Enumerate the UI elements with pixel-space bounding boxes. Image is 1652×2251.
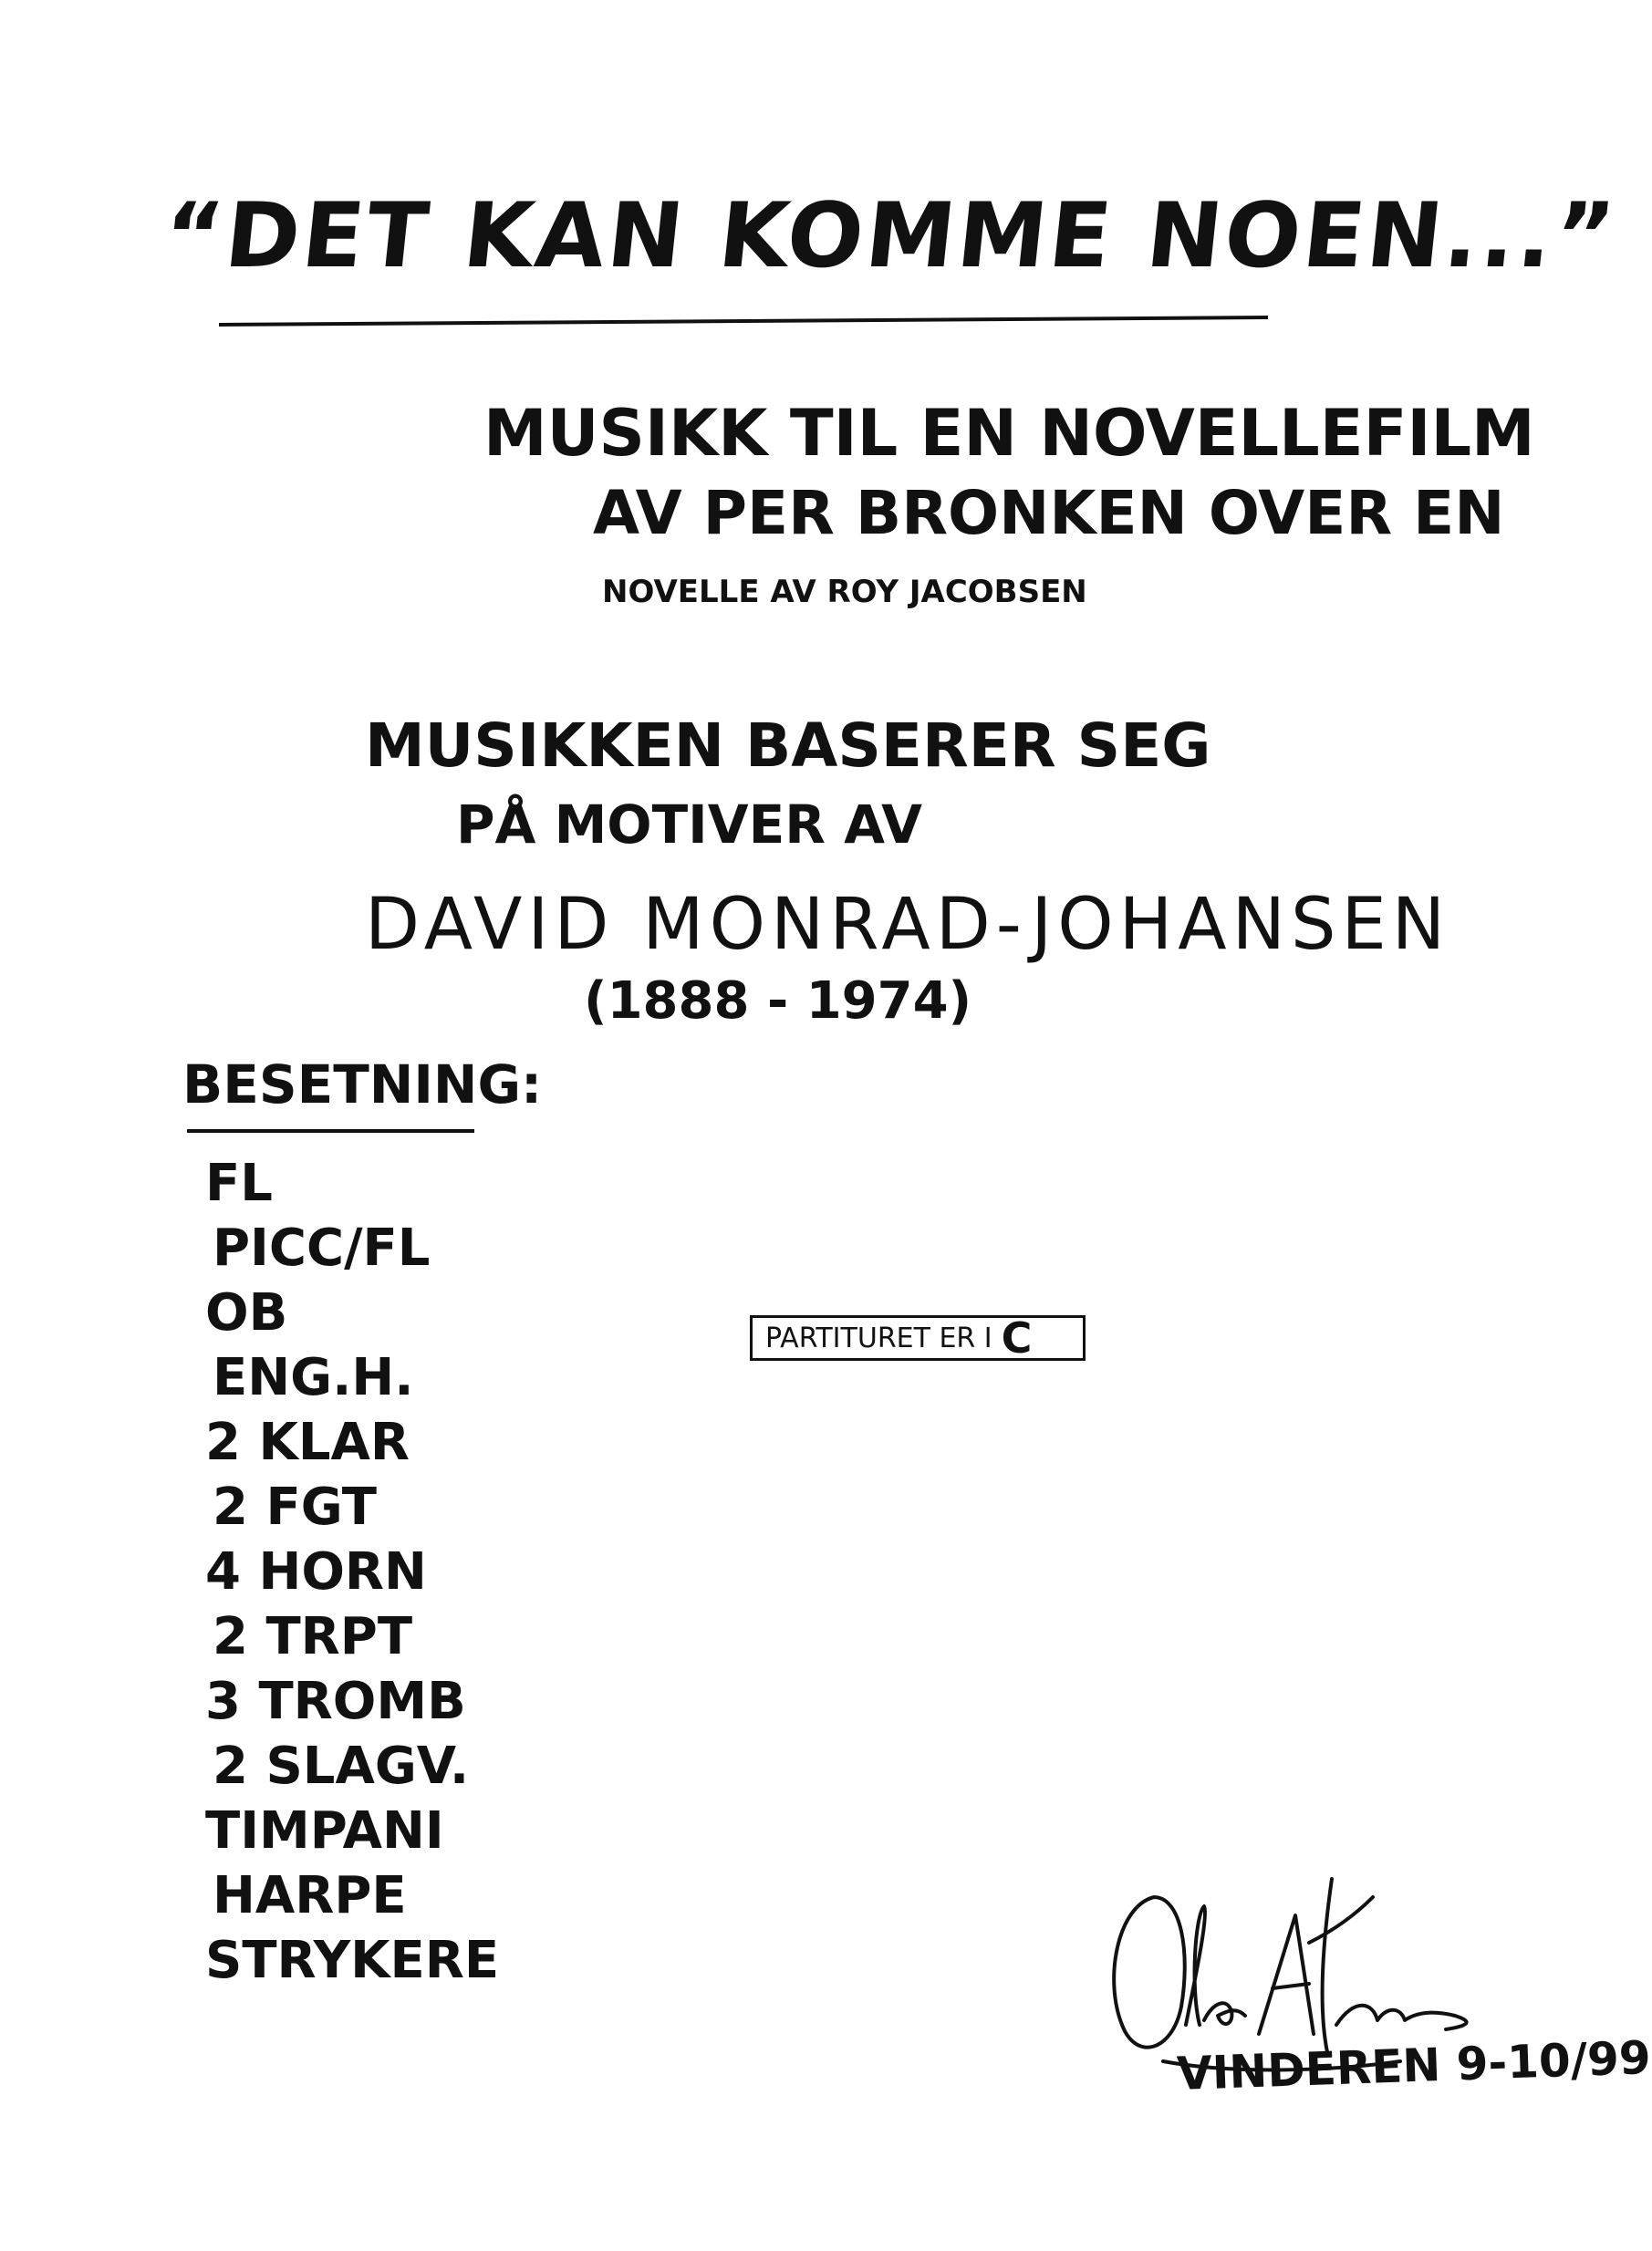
instrumentation-heading: Besetning:: [182, 1053, 543, 1115]
instrument-item: Harpe: [213, 1866, 407, 1925]
instrument-item: Picc/Fl: [213, 1219, 431, 1278]
instrument-item: Eng.H.: [213, 1348, 414, 1407]
score-key-note: Partituret er i C: [750, 1313, 1086, 1363]
composer-years: (1888 - 1974): [584, 971, 972, 1031]
title-underline: [219, 315, 1269, 327]
composer-name: David Monrad-Johansen: [365, 884, 1451, 966]
basis-line-2: på Motiver av: [456, 794, 922, 856]
instrument-item: 4 Horn: [205, 1542, 427, 1602]
instrumentation-underline: [187, 1129, 474, 1133]
instrument-item: Timpani: [205, 1801, 444, 1861]
score-key-value: C: [1001, 1313, 1033, 1363]
subtitle-line-2: av Per Bronken over en: [593, 478, 1505, 548]
instrument-item: Ob: [205, 1283, 288, 1343]
instrument-item: 2 Fgt: [213, 1478, 377, 1537]
instrument-item: Strykere: [205, 1931, 500, 1990]
subtitle-line-1: Musikk til en Novellefilm: [483, 396, 1535, 471]
instrument-item: 3 Tromb: [205, 1672, 466, 1731]
instrument-item: Fl: [205, 1154, 273, 1213]
signature-image: [1112, 1877, 1469, 2072]
instrument-item: 2 Klar: [205, 1413, 410, 1472]
instrument-item: 2 Slagv.: [213, 1737, 470, 1796]
subtitle-line-3: Novelle av Roy Jacobsen: [602, 574, 1087, 610]
instrument-item: 2 Trpt: [213, 1607, 413, 1666]
score-key-label: Partituret er i: [765, 1322, 992, 1354]
basis-line-1: Musikken Baserer seg: [365, 711, 1211, 781]
page-title: “Det Kan Komme Noen...”: [159, 184, 1622, 288]
instrument-list: Fl Picc/Fl Ob Eng.H. 2 Klar 2 Fgt 4 Horn…: [205, 1151, 499, 1993]
